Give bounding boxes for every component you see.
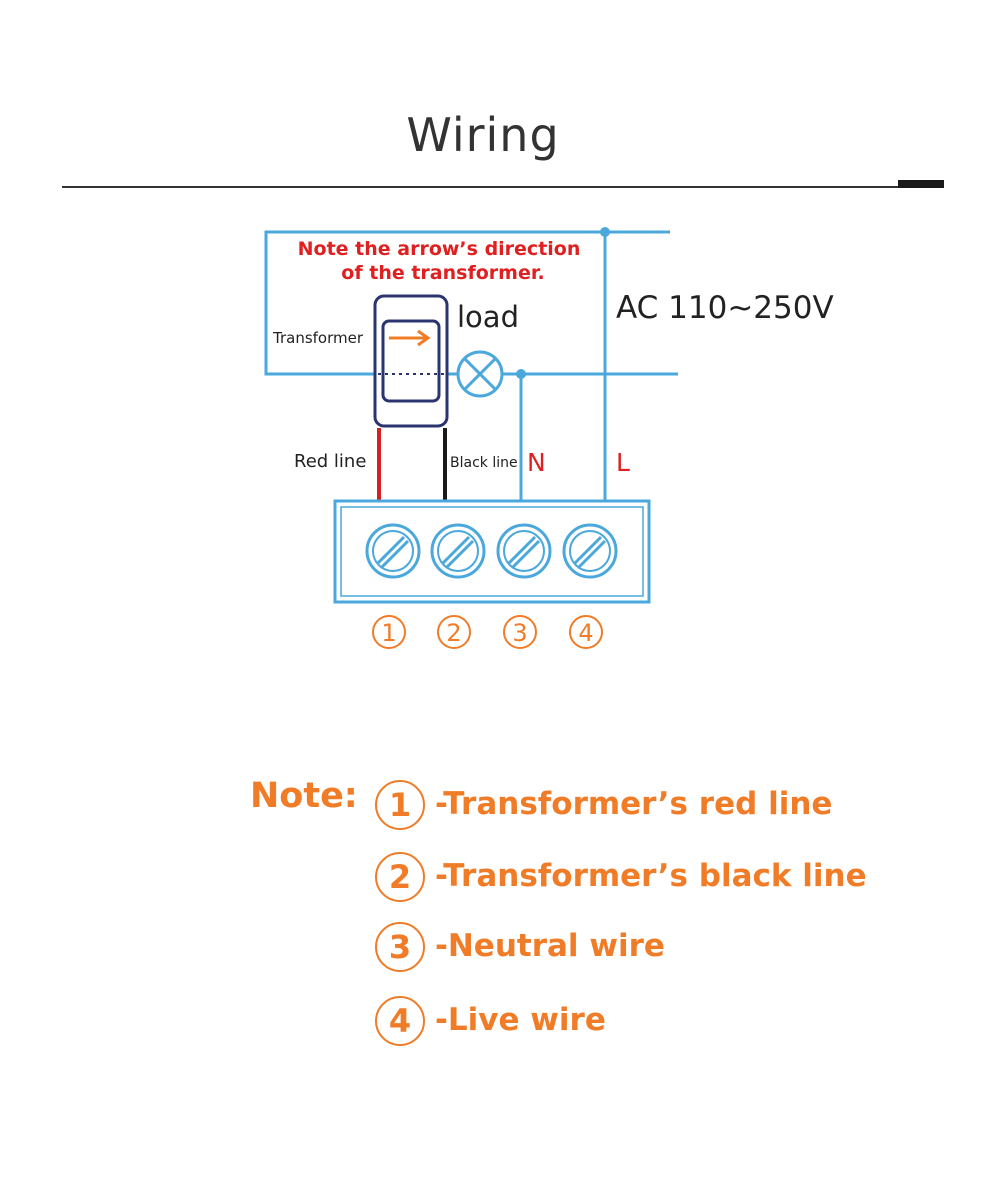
wires xyxy=(264,230,678,501)
terminal-number: 4 xyxy=(578,619,593,647)
terminal-number-circle xyxy=(372,615,406,649)
black-line-label: Black line xyxy=(450,455,518,471)
terminal-screw-icon xyxy=(430,523,486,579)
title-divider xyxy=(62,186,944,188)
neutral-junction-dot xyxy=(516,369,526,379)
note-number-badge: 4 xyxy=(375,996,425,1046)
note-text: -Transformer’s red line xyxy=(435,786,833,822)
transformer-note-line2: of the transformer. xyxy=(341,262,544,284)
terminal-number: 2 xyxy=(446,619,461,647)
terminal-screws xyxy=(365,523,618,579)
terminal-number: 1 xyxy=(381,619,396,647)
wiring-diagram: 1 2 3 4 Note the arrow’s direction of the t… xyxy=(264,227,834,649)
transformer xyxy=(373,294,449,428)
note-text: -Neutral wire xyxy=(435,928,665,964)
note-text: -Live wire xyxy=(435,1002,606,1038)
page-title: Wiring xyxy=(406,108,560,162)
terminal-screw-icon xyxy=(562,523,618,579)
note-heading: Note: xyxy=(250,776,358,816)
terminal-number: 3 xyxy=(512,619,527,647)
top-wire xyxy=(264,230,670,376)
terminal-number-circle xyxy=(437,615,471,649)
transformer-label: Transformer xyxy=(272,329,364,347)
terminal-screw-icon xyxy=(496,523,552,579)
red-line-label: Red line xyxy=(294,451,366,472)
load-lamp-icon xyxy=(456,350,504,398)
voltage-label: AC 110~250V xyxy=(616,290,834,326)
terminal-screw-icon xyxy=(365,523,421,579)
terminal-number-labels: 1 2 3 4 xyxy=(372,615,603,649)
title-divider-accent xyxy=(898,180,944,188)
load-label: load xyxy=(457,300,519,334)
live-label: L xyxy=(616,448,630,477)
transformer-arrow-icon xyxy=(417,329,431,347)
note-number-badge: 1 xyxy=(375,780,425,830)
transformer-note-line1: Note the arrow’s direction xyxy=(298,238,581,260)
terminal-number-circle xyxy=(503,615,537,649)
note-number-badge: 3 xyxy=(375,922,425,972)
live-junction-dot xyxy=(600,227,610,237)
note-number-badge: 2 xyxy=(375,852,425,902)
note-text: -Transformer’s black line xyxy=(435,858,867,894)
neutral-label: N xyxy=(527,448,546,477)
transformer-inner xyxy=(381,319,441,403)
terminal-number-circle xyxy=(569,615,603,649)
